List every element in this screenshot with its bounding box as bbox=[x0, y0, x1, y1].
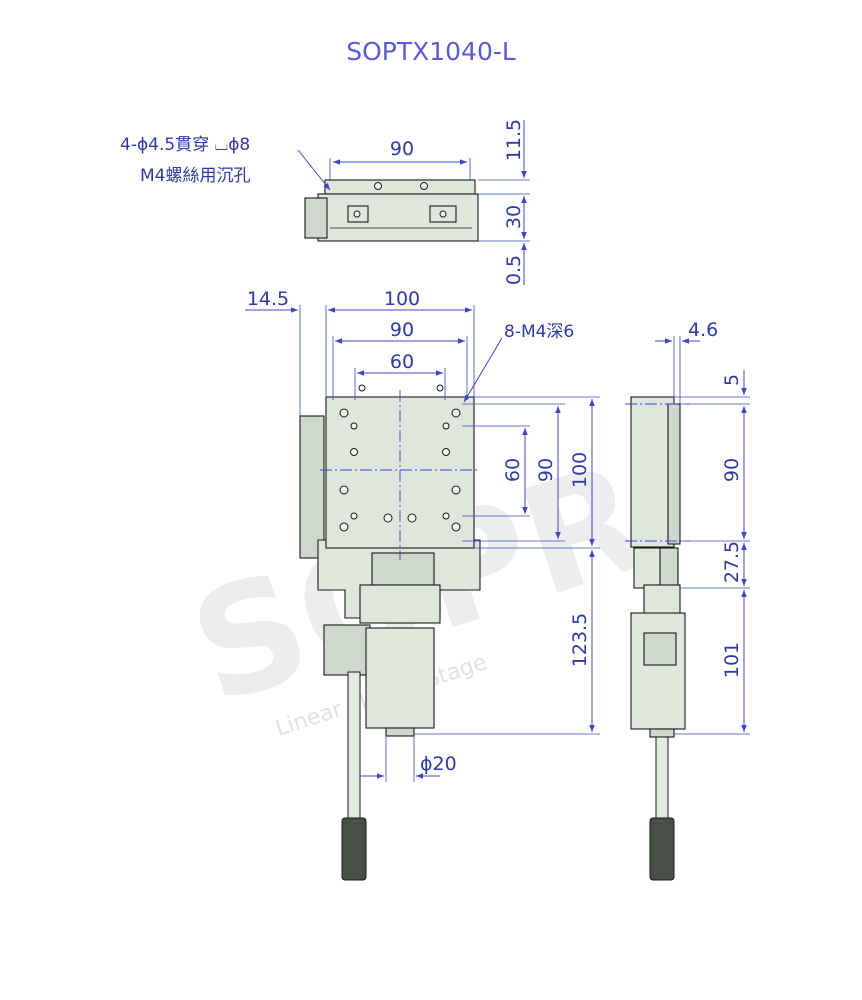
side-view-bracket bbox=[659, 547, 679, 589]
note-through-holes: 4-ϕ4.5貫穿 ⌴ϕ8 bbox=[120, 135, 250, 155]
front-view-cable bbox=[347, 671, 361, 823]
dim-front-14-5: 14.5 bbox=[247, 288, 289, 310]
side-view-cable-plug bbox=[649, 817, 675, 881]
dim-front-60: 60 bbox=[390, 351, 414, 373]
front-view-holes bbox=[339, 384, 461, 532]
front-view-coupling-housing bbox=[371, 552, 435, 586]
dim-front-dia-20: ϕ20 bbox=[420, 753, 457, 775]
front-view bbox=[299, 384, 481, 881]
dim-top-width: 90 bbox=[390, 138, 414, 160]
dim-top-0-5: 0.5 bbox=[503, 255, 525, 285]
top-view-carriage-top bbox=[324, 179, 476, 195]
dim-side-90: 90 bbox=[721, 458, 743, 482]
dim-front-100: 100 bbox=[384, 288, 420, 310]
side-view-carriage bbox=[630, 396, 675, 548]
front-view-motor-shaft bbox=[385, 727, 415, 737]
side-view-cable bbox=[655, 736, 669, 823]
front-view-connector-box bbox=[323, 624, 371, 676]
dim-front-height-60: 60 bbox=[502, 458, 524, 482]
note-counterbore: M4螺絲用沉孔 bbox=[140, 166, 250, 186]
dim-top-30: 30 bbox=[503, 205, 525, 229]
dim-side-101: 101 bbox=[721, 642, 743, 678]
dim-side-5: 5 bbox=[721, 374, 743, 386]
dim-front-height-100: 100 bbox=[569, 452, 591, 488]
dim-top-11-5: 11.5 bbox=[503, 119, 525, 161]
dim-front-height-123-5: 123.5 bbox=[569, 613, 591, 667]
front-view-coupling bbox=[359, 584, 441, 624]
front-view-motor bbox=[365, 627, 435, 729]
front-view-side-plate bbox=[299, 415, 325, 559]
top-view bbox=[304, 158, 479, 242]
side-view-shaft bbox=[649, 728, 675, 738]
side-view-rail bbox=[667, 403, 681, 545]
side-view bbox=[625, 396, 690, 881]
top-view-motor-side bbox=[304, 197, 328, 239]
dim-front-90: 90 bbox=[390, 319, 414, 341]
dim-side-4-6: 4.6 bbox=[688, 319, 718, 341]
front-view-cable-plug bbox=[341, 817, 367, 881]
side-view-connector bbox=[643, 632, 677, 666]
dim-side-27-5: 27.5 bbox=[721, 541, 743, 583]
side-view-motor bbox=[630, 612, 686, 730]
drawing-title: SOPTX1040-L bbox=[346, 37, 516, 66]
side-view-coupling bbox=[643, 584, 681, 616]
dim-front-height-90: 90 bbox=[535, 458, 557, 482]
note-tap-holes: 8-M4深6 bbox=[504, 322, 574, 342]
